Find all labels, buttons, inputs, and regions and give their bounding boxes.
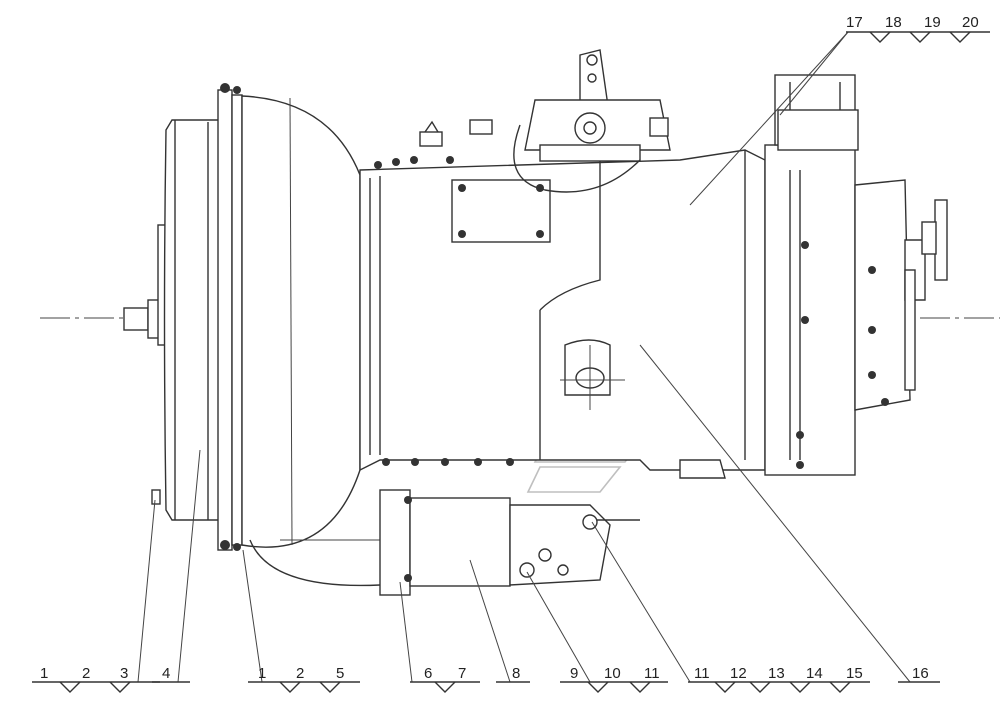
callout-20: 20 (962, 14, 979, 31)
callout-12: 12 (730, 665, 747, 682)
callout-18: 18 (885, 14, 902, 31)
clutch-housing-cover (151, 119, 221, 521)
housing-flange (217, 83, 243, 551)
callout-1b: 1 (258, 665, 266, 682)
inspection-cover (451, 179, 551, 243)
casing-foot (679, 459, 726, 479)
callout-15: 15 (846, 665, 863, 682)
callout-9: 9 (570, 665, 578, 682)
callout-4: 4 (162, 665, 170, 682)
gearbox-casing (359, 149, 766, 472)
callout-5: 5 (336, 665, 344, 682)
callout-2b: 2 (296, 665, 304, 682)
callout-6: 6 (424, 665, 432, 682)
callout-7: 7 (458, 665, 466, 682)
callout-13: 13 (768, 665, 785, 682)
callout-11b: 11 (694, 665, 710, 682)
bell-housing (241, 95, 381, 587)
callout-10: 10 (604, 665, 621, 682)
leader-lines (137, 31, 911, 683)
callout-labels: 1 2 3 4 1 2 5 6 7 8 9 10 11 11 12 13 14 … (40, 14, 979, 682)
callout-8: 8 (512, 665, 520, 682)
callout-1a: 1 (40, 665, 48, 682)
shift-lever-assembly (419, 49, 671, 193)
callout-16: 16 (912, 665, 929, 682)
mounting-boss (560, 339, 625, 410)
callout-17: 17 (846, 14, 863, 31)
callout-braces (32, 31, 990, 693)
callout-2a: 2 (82, 665, 90, 682)
callout-19: 19 (924, 14, 941, 31)
callout-3: 3 (120, 665, 128, 682)
shift-cylinder (379, 489, 640, 596)
callout-14: 14 (806, 665, 823, 682)
input-shaft (123, 224, 167, 346)
rear-housing (764, 74, 948, 476)
callout-11a: 11 (644, 665, 660, 682)
